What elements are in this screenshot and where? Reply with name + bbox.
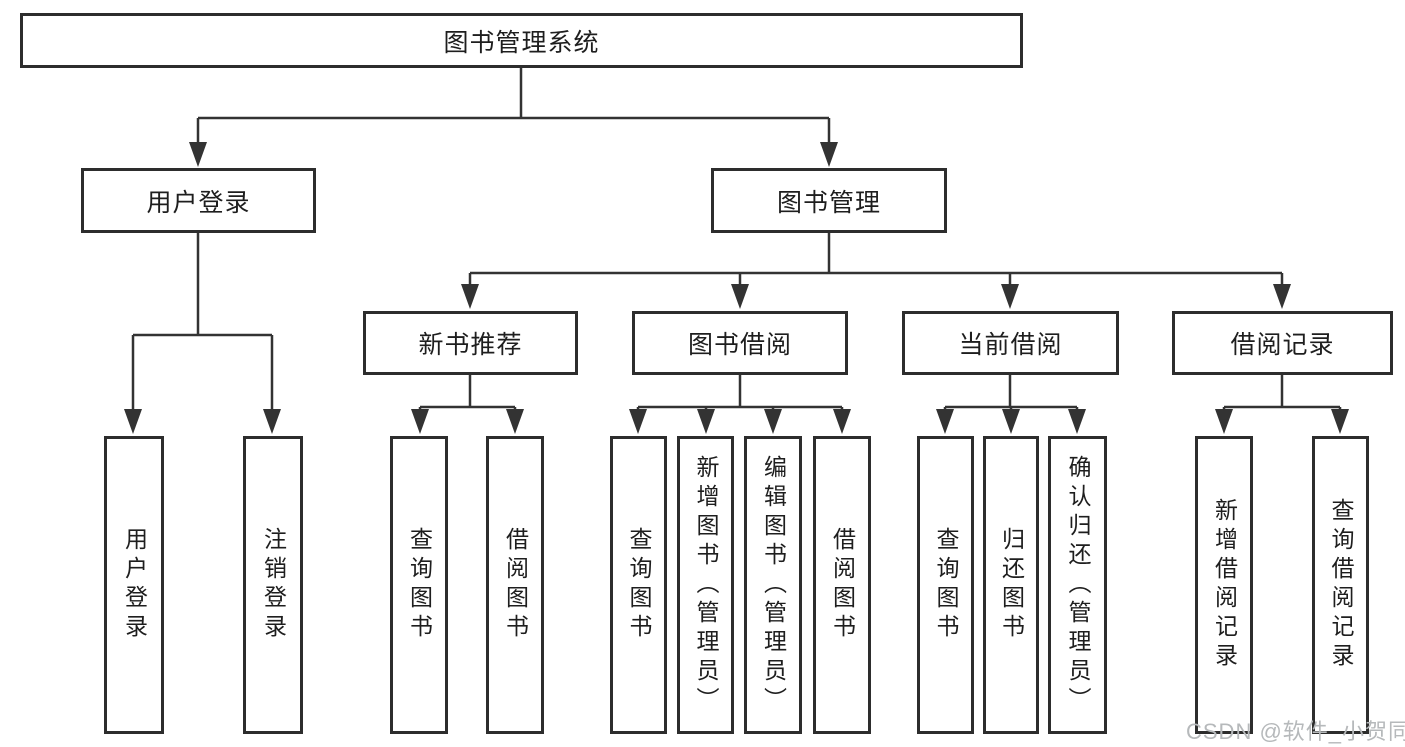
- node-borrow-records: 借阅记录: [1172, 311, 1393, 375]
- leaf-borrow-book-recommend: 借阅图书: [486, 436, 544, 734]
- node-user-login-label: 用户登录: [146, 188, 251, 217]
- node-new-book-recommend: 新书推荐: [363, 311, 578, 375]
- leaf-edit-book-admin-label: 编辑图书（管理员）: [760, 454, 787, 716]
- leaf-add-borrow-record: 新增借阅记录: [1195, 436, 1253, 734]
- node-current-borrow-label: 当前借阅: [958, 331, 1063, 359]
- node-book-borrow-label: 图书借阅: [687, 331, 792, 359]
- leaf-query-book-current: 查询图书: [917, 436, 974, 734]
- leaf-confirm-return-admin: 确认归还（管理员）: [1048, 436, 1107, 734]
- csdn-watermark: CSDN @软件_小贺同学: [1186, 719, 1405, 744]
- leaf-query-book-current-label: 查询图书: [933, 527, 959, 643]
- node-library-system-label: 图书管理系统: [443, 28, 600, 57]
- leaf-logout: 注销登录: [243, 436, 303, 734]
- node-library-system: 图书管理系统: [20, 13, 1023, 68]
- leaf-query-borrow-record: 查询借阅记录: [1312, 436, 1369, 734]
- node-user-login: 用户登录: [81, 168, 316, 233]
- leaf-borrow-book-recommend-label: 借阅图书: [502, 527, 529, 643]
- leaf-logout-label: 注销登录: [260, 527, 287, 643]
- leaf-return-book-label: 归还图书: [998, 527, 1025, 643]
- leaf-borrow-book: 借阅图书: [813, 436, 871, 734]
- node-current-borrow: 当前借阅: [902, 311, 1119, 375]
- leaf-return-book: 归还图书: [983, 436, 1039, 734]
- leaf-add-book-admin-label: 新增图书（管理员）: [693, 454, 719, 716]
- leaf-borrow-book-label: 借阅图书: [829, 527, 856, 643]
- leaf-user-login-label: 用户登录: [121, 527, 148, 643]
- node-book-management-label: 图书管理: [776, 188, 881, 217]
- leaf-add-borrow-record-label: 新增借阅记录: [1211, 498, 1238, 672]
- leaf-query-book-borrow-label: 查询图书: [626, 527, 652, 643]
- leaf-query-book-borrow: 查询图书: [610, 436, 667, 734]
- node-new-book-recommend-label: 新书推荐: [418, 331, 523, 359]
- node-book-management: 图书管理: [711, 168, 947, 233]
- node-borrow-records-label: 借阅记录: [1230, 331, 1335, 359]
- leaf-query-book-recommend: 查询图书: [390, 436, 448, 734]
- leaf-user-login: 用户登录: [104, 436, 164, 734]
- leaf-query-borrow-record-label: 查询借阅记录: [1328, 498, 1354, 672]
- leaf-confirm-return-admin-label: 确认归还（管理员）: [1065, 454, 1091, 716]
- node-book-borrow: 图书借阅: [632, 311, 848, 375]
- leaf-add-book-admin: 新增图书（管理员）: [677, 436, 734, 734]
- leaf-query-book-recommend-label: 查询图书: [406, 527, 433, 643]
- leaf-edit-book-admin: 编辑图书（管理员）: [744, 436, 802, 734]
